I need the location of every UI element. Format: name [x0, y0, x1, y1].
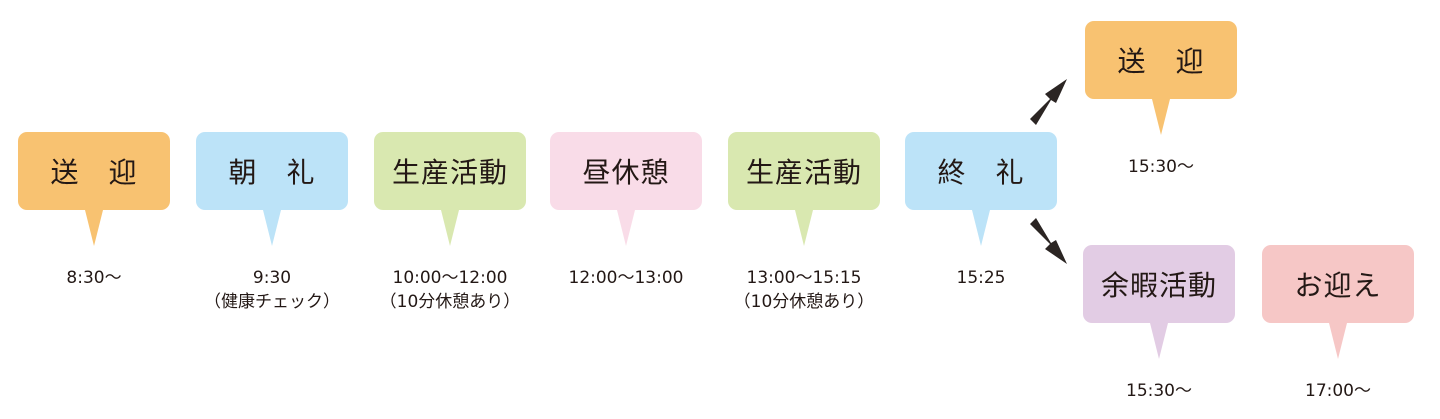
step-pickup-morning: 送 迎 8:30〜 — [18, 132, 170, 290]
step-time: 17:00〜 — [1262, 379, 1414, 403]
step-time: 12:00〜13:00 — [550, 266, 702, 290]
time-text: 17:00〜 — [1305, 381, 1371, 401]
time-text: 15:30〜 — [1126, 381, 1192, 401]
speech-tail — [85, 210, 103, 246]
step-time: 15:30〜 — [1085, 155, 1237, 179]
step-time: 13:00〜15:15 （10分休憩あり） — [728, 266, 880, 314]
step-time: 15:30〜 — [1083, 379, 1235, 403]
step-time: 9:30 （健康チェック） — [196, 266, 348, 314]
step-box: 送 迎 — [18, 132, 170, 210]
arrow-down-right-icon — [1030, 218, 1067, 264]
step-box: お迎え — [1262, 245, 1414, 323]
step-morning-assembly: 朝 礼 9:30 （健康チェック） — [196, 132, 348, 314]
step-production-pm: 生産活動 13:00〜15:15 （10分休憩あり） — [728, 132, 880, 314]
step-time: 8:30〜 — [18, 266, 170, 290]
speech-tail — [972, 210, 990, 246]
step-closing-assembly: 終 礼 15:25 — [905, 132, 1057, 290]
step-box: 朝 礼 — [196, 132, 348, 210]
speech-tail — [795, 210, 813, 246]
step-box: 昼休憩 — [550, 132, 702, 210]
speech-tail — [1150, 323, 1168, 359]
step-box: 終 礼 — [905, 132, 1057, 210]
step-box: 余暇活動 — [1083, 245, 1235, 323]
speech-tail — [1152, 99, 1170, 135]
speech-tail — [617, 210, 635, 246]
step-leisure: 余暇活動 15:30〜 — [1083, 245, 1235, 403]
step-time: 10:00〜12:00 （10分休憩あり） — [374, 266, 526, 314]
step-production-am: 生産活動 10:00〜12:00 （10分休憩あり） — [374, 132, 526, 314]
step-box: 生産活動 — [728, 132, 880, 210]
time-text: 10:00〜12:00 — [392, 268, 508, 288]
step-box: 送 迎 — [1085, 21, 1237, 99]
speech-tail — [263, 210, 281, 246]
time-text: 15:25 — [956, 268, 1006, 288]
time-text: 9:30 — [252, 268, 292, 288]
time-text: 15:30〜 — [1128, 157, 1194, 177]
speech-tail — [1329, 323, 1347, 359]
speech-tail — [441, 210, 459, 246]
time-text: 13:00〜15:15 — [746, 268, 862, 288]
step-box: 生産活動 — [374, 132, 526, 210]
time-note: （健康チェック） — [204, 292, 340, 312]
time-text: 8:30〜 — [66, 268, 122, 288]
step-pickup-evening: 送 迎 15:30〜 — [1085, 21, 1237, 179]
time-note: （10分休憩あり） — [733, 292, 875, 312]
time-note: （10分休憩あり） — [379, 292, 521, 312]
arrow-up-right-icon — [1030, 79, 1067, 125]
step-family-pickup: お迎え 17:00〜 — [1262, 245, 1414, 403]
step-time: 15:25 — [905, 266, 1057, 290]
step-lunch: 昼休憩 12:00〜13:00 — [550, 132, 702, 290]
time-text: 12:00〜13:00 — [568, 268, 684, 288]
